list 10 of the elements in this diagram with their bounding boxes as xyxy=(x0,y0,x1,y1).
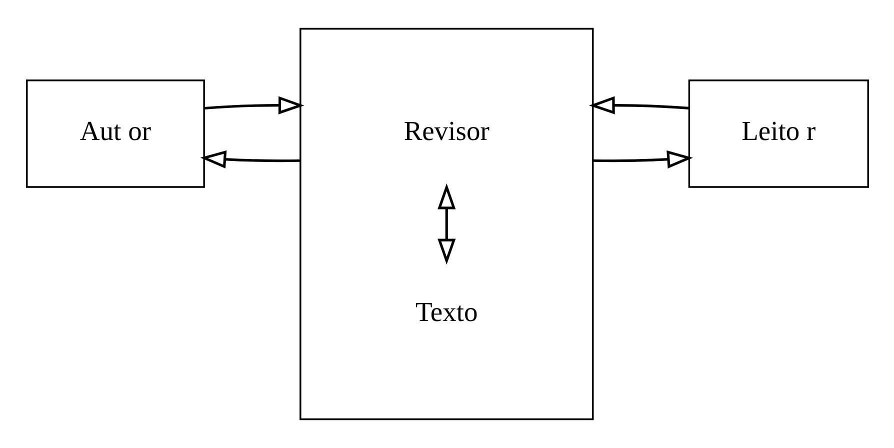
arrow xyxy=(200,150,300,168)
node-box: Aut or xyxy=(26,80,204,188)
node-text: Revisor xyxy=(403,115,489,146)
node-text: Texto xyxy=(415,296,478,327)
arrow xyxy=(588,96,689,114)
node-box: Leito r xyxy=(688,80,868,188)
cluster xyxy=(299,28,594,420)
arrow xyxy=(592,150,692,168)
arrow xyxy=(437,183,456,265)
arrow xyxy=(204,96,304,114)
